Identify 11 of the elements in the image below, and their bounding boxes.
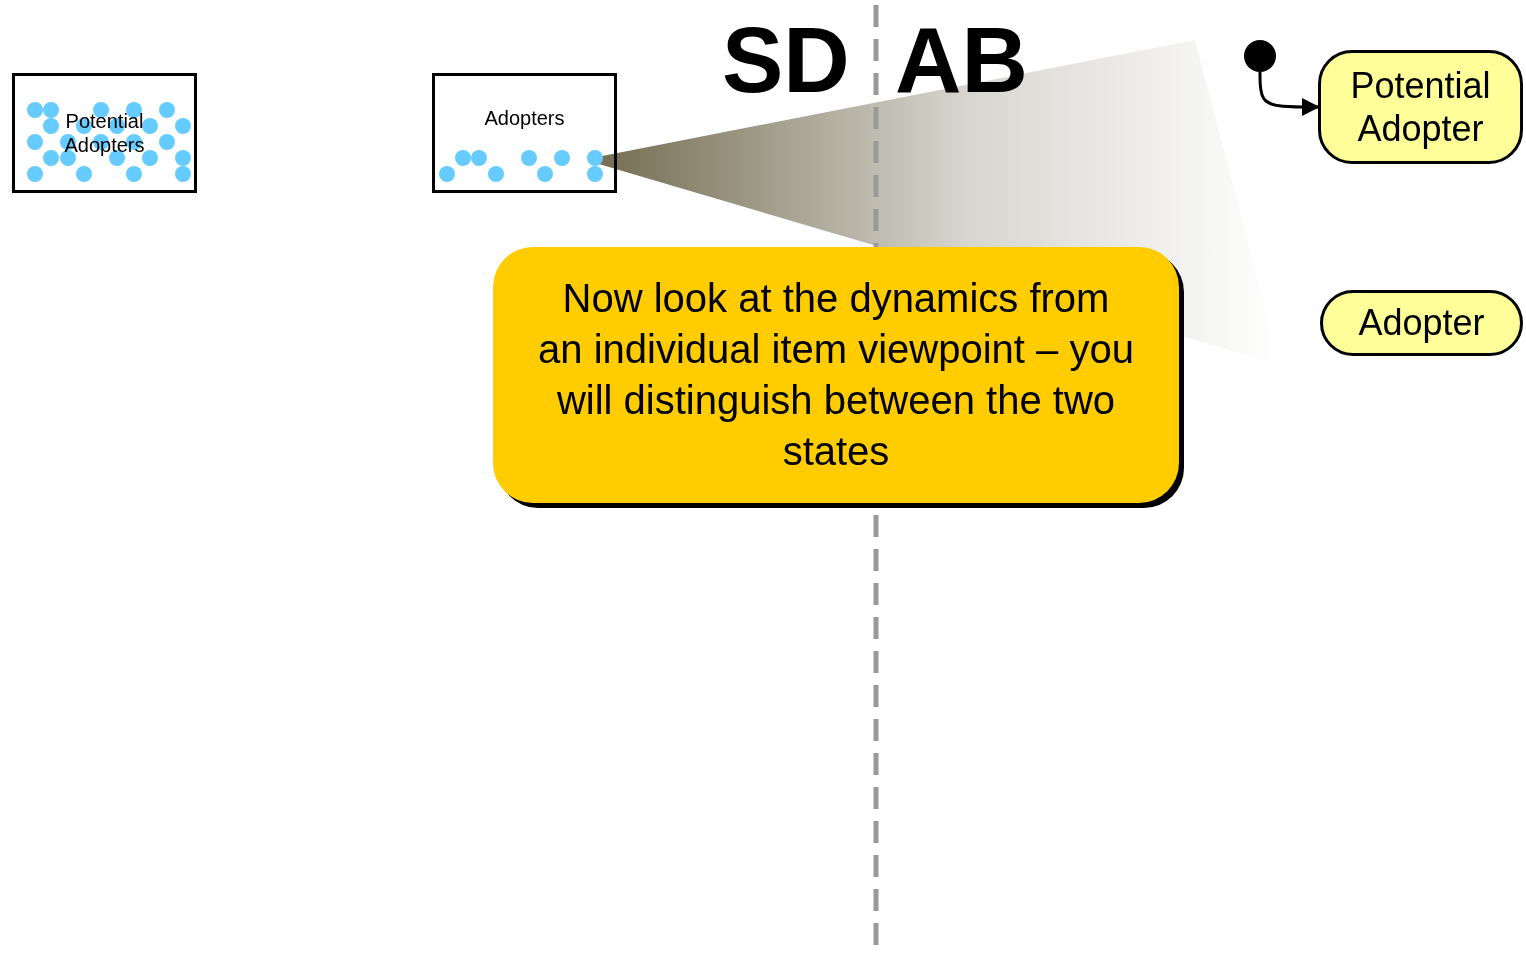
node-label: Adopters: [484, 106, 565, 130]
stock-box: [432, 73, 617, 193]
node-label: Now look at the dynamics from an individual item viewpoint – you will distinguish between the two states: [537, 274, 1135, 476]
node-label: Adopter: [1358, 301, 1485, 345]
initial-state-dot: [1244, 40, 1276, 72]
node-label: Potential Adopter: [1349, 63, 1492, 151]
heading-label: SD: [722, 14, 850, 106]
heading-label: AB: [895, 14, 1028, 106]
stock-box: [12, 73, 197, 193]
state-box: [1318, 50, 1523, 164]
arrow: [1258, 72, 1320, 116]
